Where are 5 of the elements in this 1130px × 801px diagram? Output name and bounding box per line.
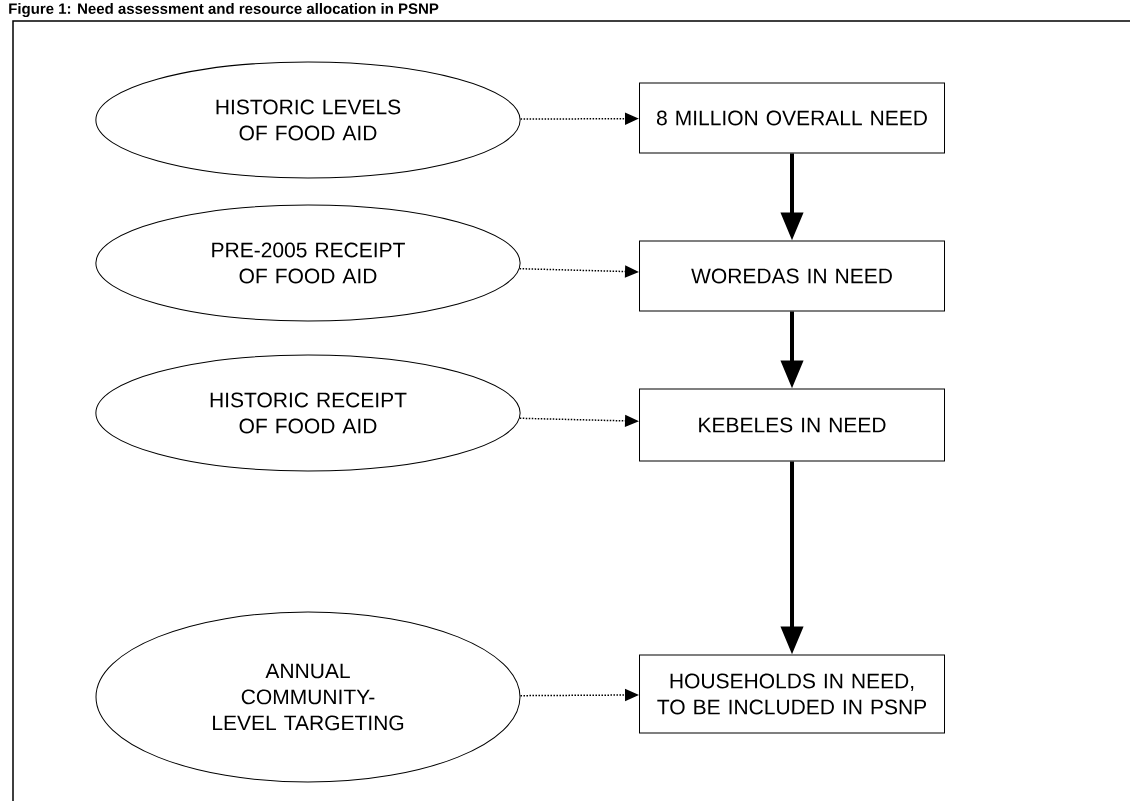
process-box: WOREDAS IN NEED xyxy=(639,240,945,312)
process-box: HOUSEHOLDS IN NEED, TO BE INCLUDED IN PSNP xyxy=(639,654,945,734)
figure-title: Figure 1: Need assessment and resource allocation in PSNP xyxy=(9,2,439,17)
process-box: 8 MILLION OVERALL NEED xyxy=(639,82,945,154)
process-box: KEBELES IN NEED xyxy=(639,388,945,462)
